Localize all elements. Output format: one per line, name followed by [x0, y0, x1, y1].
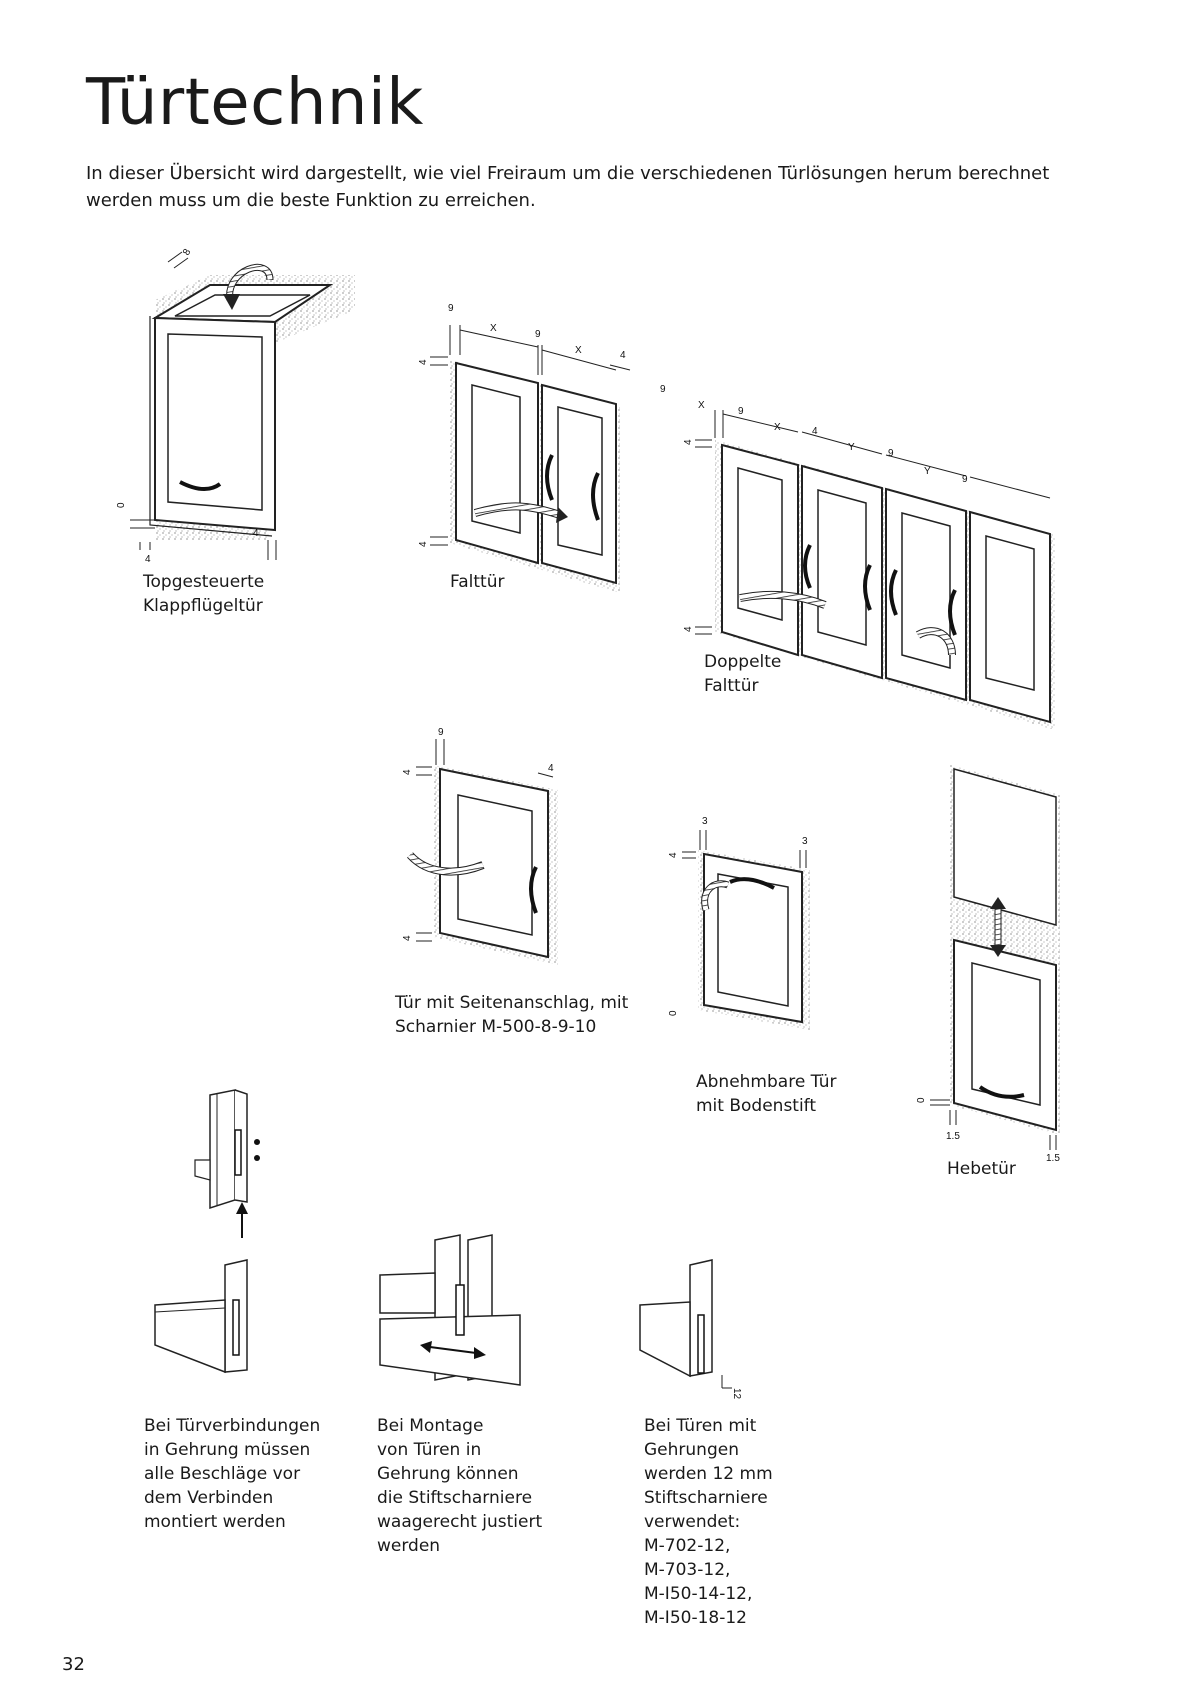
dim-label: 4 — [683, 626, 694, 632]
note-miter-connections: Bei Türverbindungen in Gehrung müssen alle… — [144, 1414, 320, 1534]
profile-hinge-mounting-drawing — [194, 1089, 260, 1238]
note-line: Gehrung können — [377, 1464, 519, 1484]
note-line: Stiftscharniere — [644, 1488, 768, 1508]
dim-label: 9 — [962, 474, 968, 485]
dim-label: 4 — [668, 852, 679, 858]
note-line: waagerecht justiert — [377, 1512, 543, 1532]
dim-label: 0 — [116, 502, 127, 508]
profile-adjust-drawing — [379, 1234, 521, 1386]
dim-label: 4 — [402, 769, 413, 775]
dim-label: 4 — [253, 528, 259, 539]
dim-label: 1.5 — [1046, 1153, 1060, 1164]
note-line: M-I50-18-12 — [644, 1608, 747, 1628]
doppelte-falttuer-drawing: 9 X 9 X 4 Y 9 Y 9 4 4 — [660, 384, 1055, 730]
note-line: M-I50-14-12, — [644, 1584, 753, 1604]
caption-doppelte-falttuer: Doppelte Falttür — [704, 652, 782, 696]
note-line: Bei Türen mit — [644, 1416, 757, 1436]
dim-label: 4 — [683, 439, 694, 445]
dim-label: 4 — [548, 763, 554, 774]
dim-label: 4 — [418, 541, 429, 547]
dim-label: X — [575, 345, 582, 356]
dim-label: 1.5 — [946, 1131, 960, 1142]
note-line: Bei Türverbindungen — [144, 1416, 321, 1436]
dim-label: 9 — [660, 384, 666, 395]
note-line: Bei Montage — [377, 1416, 484, 1436]
dim-label: 9 — [888, 448, 894, 459]
dim-label: 8 — [181, 247, 194, 258]
dim-label: 4 — [620, 350, 626, 361]
note-line: in Gehrung müssen — [144, 1440, 311, 1460]
topgesteuerte-door-drawing: 0 4 4 8 — [116, 247, 355, 565]
abnehmbare-tuer-drawing: 3 4 3 0 — [668, 816, 810, 1030]
note-line: M-703-12, — [644, 1560, 731, 1580]
dim-label: Y — [848, 442, 855, 453]
page-number: 32 — [62, 1654, 85, 1675]
caption-topgesteuerte: Topgesteuerte Klappflügeltür — [143, 572, 265, 616]
note-line: von Türen in — [377, 1440, 482, 1460]
dim-label: 12 — [731, 1388, 742, 1400]
caption-abnehmbare: Abnehmbare Tür mit Bodenstift — [696, 1072, 837, 1116]
dim-label: X — [698, 400, 705, 411]
note-line: die Stiftscharniere — [377, 1488, 533, 1508]
dim-label: 3 — [802, 836, 808, 847]
dim-label: 4 — [145, 554, 151, 565]
dim-label: 3 — [702, 816, 708, 827]
dim-label: X — [490, 323, 497, 334]
dim-label: 4 — [812, 426, 818, 437]
dim-label: X — [774, 422, 781, 433]
falttuer-drawing: 9 X 9 X 4 4 4 — [418, 303, 631, 593]
profile-12mm-drawing: 12 — [639, 1259, 742, 1400]
dim-label: 9 — [738, 406, 744, 417]
note-line: dem Verbinden — [144, 1488, 274, 1508]
dim-label: 9 — [535, 329, 541, 340]
dim-label: 9 — [438, 727, 444, 738]
dim-label: 0 — [668, 1010, 679, 1016]
caption-hebetuer: Hebetür — [947, 1159, 1016, 1179]
intro-text: In dieser Übersicht wird dargestellt, wi… — [86, 163, 1050, 211]
dim-label: 9 — [448, 303, 454, 314]
note-line: M-702-12, — [644, 1536, 731, 1556]
note-line: werden — [377, 1536, 441, 1556]
page-title: Türtechnik — [86, 66, 424, 140]
dim-label: Y — [924, 466, 931, 477]
note-line: alle Beschläge vor — [144, 1464, 301, 1484]
note-line: montiert werden — [144, 1512, 286, 1532]
dim-label: 4 — [402, 935, 413, 941]
note-line: verwendet: — [644, 1512, 741, 1532]
dim-label: 0 — [916, 1097, 927, 1103]
seitenanschlag-drawing: 9 4 4 4 — [402, 727, 558, 965]
note-line: werden 12 mm — [644, 1464, 773, 1484]
caption-falttuer: Falttür — [450, 572, 505, 592]
profile-miter-joint-drawing — [154, 1259, 248, 1374]
note-mounting-adjust: Bei Montage von Türen in Gehrung können die… — [377, 1414, 542, 1558]
note-line: Gehrungen — [644, 1440, 739, 1460]
hebetuer-drawing: 0 1.5 1.5 — [916, 765, 1060, 1164]
caption-seitenanschlag: Tür mit Seitenanschlag, mit Scharnier M-… — [395, 993, 629, 1037]
dim-label: 4 — [418, 359, 429, 365]
